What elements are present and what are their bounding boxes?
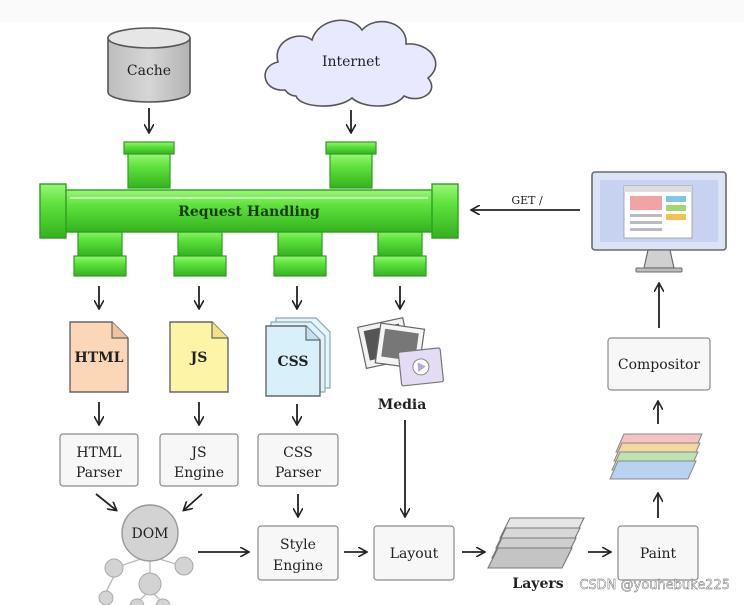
html-parser-to-dom-arrow (95, 493, 116, 510)
layers-icon: Layers (487, 517, 585, 592)
js-file-icon: JS (169, 321, 229, 393)
layout-label: Layout (390, 546, 439, 562)
html-parser-label-line2: Parser (76, 465, 122, 481)
html-file-label: HTML (75, 350, 124, 366)
css-parser-label-line1: CSS (283, 445, 313, 461)
paint-box: Paint (617, 525, 699, 581)
paint-label: Paint (640, 546, 677, 562)
media-label: Media (378, 397, 427, 413)
js-engine-box: JS Engine (159, 433, 239, 487)
css-parser-label-line2: Parser (275, 465, 321, 481)
css-file-icon: CSS (265, 317, 331, 397)
compositor-label: Compositor (618, 357, 701, 373)
css-parser-box: CSS Parser (257, 433, 339, 487)
cache-label: Cache (127, 63, 171, 79)
internet-label: Internet (322, 54, 380, 70)
style-engine-label-line1: Style (280, 537, 316, 553)
top-strip (0, 0, 744, 22)
watermark-text: CSDN @youhebuke225 (579, 578, 730, 593)
dom-label: DOM (131, 526, 168, 542)
html-file-icon: HTML (69, 321, 129, 393)
js-engine-label-line1: JS (189, 445, 206, 461)
js-file-label: JS (189, 350, 208, 366)
get-request-label: GET / (511, 194, 543, 207)
media-icon: Media (357, 317, 444, 413)
request-handling-label: Request Handling (178, 204, 320, 220)
html-parser-label-line1: HTML (76, 445, 121, 461)
js-engine-to-dom-arrow (184, 493, 203, 510)
painted-layers-icon (609, 433, 703, 480)
request-handling-pipe: Request Handling (39, 141, 459, 277)
style-engine-box: Style Engine (257, 525, 339, 581)
layers-label: Layers (512, 576, 563, 592)
layout-box: Layout (373, 525, 455, 581)
cache-icon: Cache (107, 27, 191, 103)
dom-tree: DOM (98, 504, 194, 605)
style-engine-label-line2: Engine (273, 558, 323, 574)
internet-cloud-icon: Internet (264, 19, 437, 107)
js-engine-label-line2: Engine (174, 465, 224, 481)
compositor-box: Compositor (607, 337, 711, 391)
monitor-icon (591, 171, 727, 273)
html-parser-box: HTML Parser (59, 433, 139, 487)
css-file-label: CSS (277, 354, 308, 370)
